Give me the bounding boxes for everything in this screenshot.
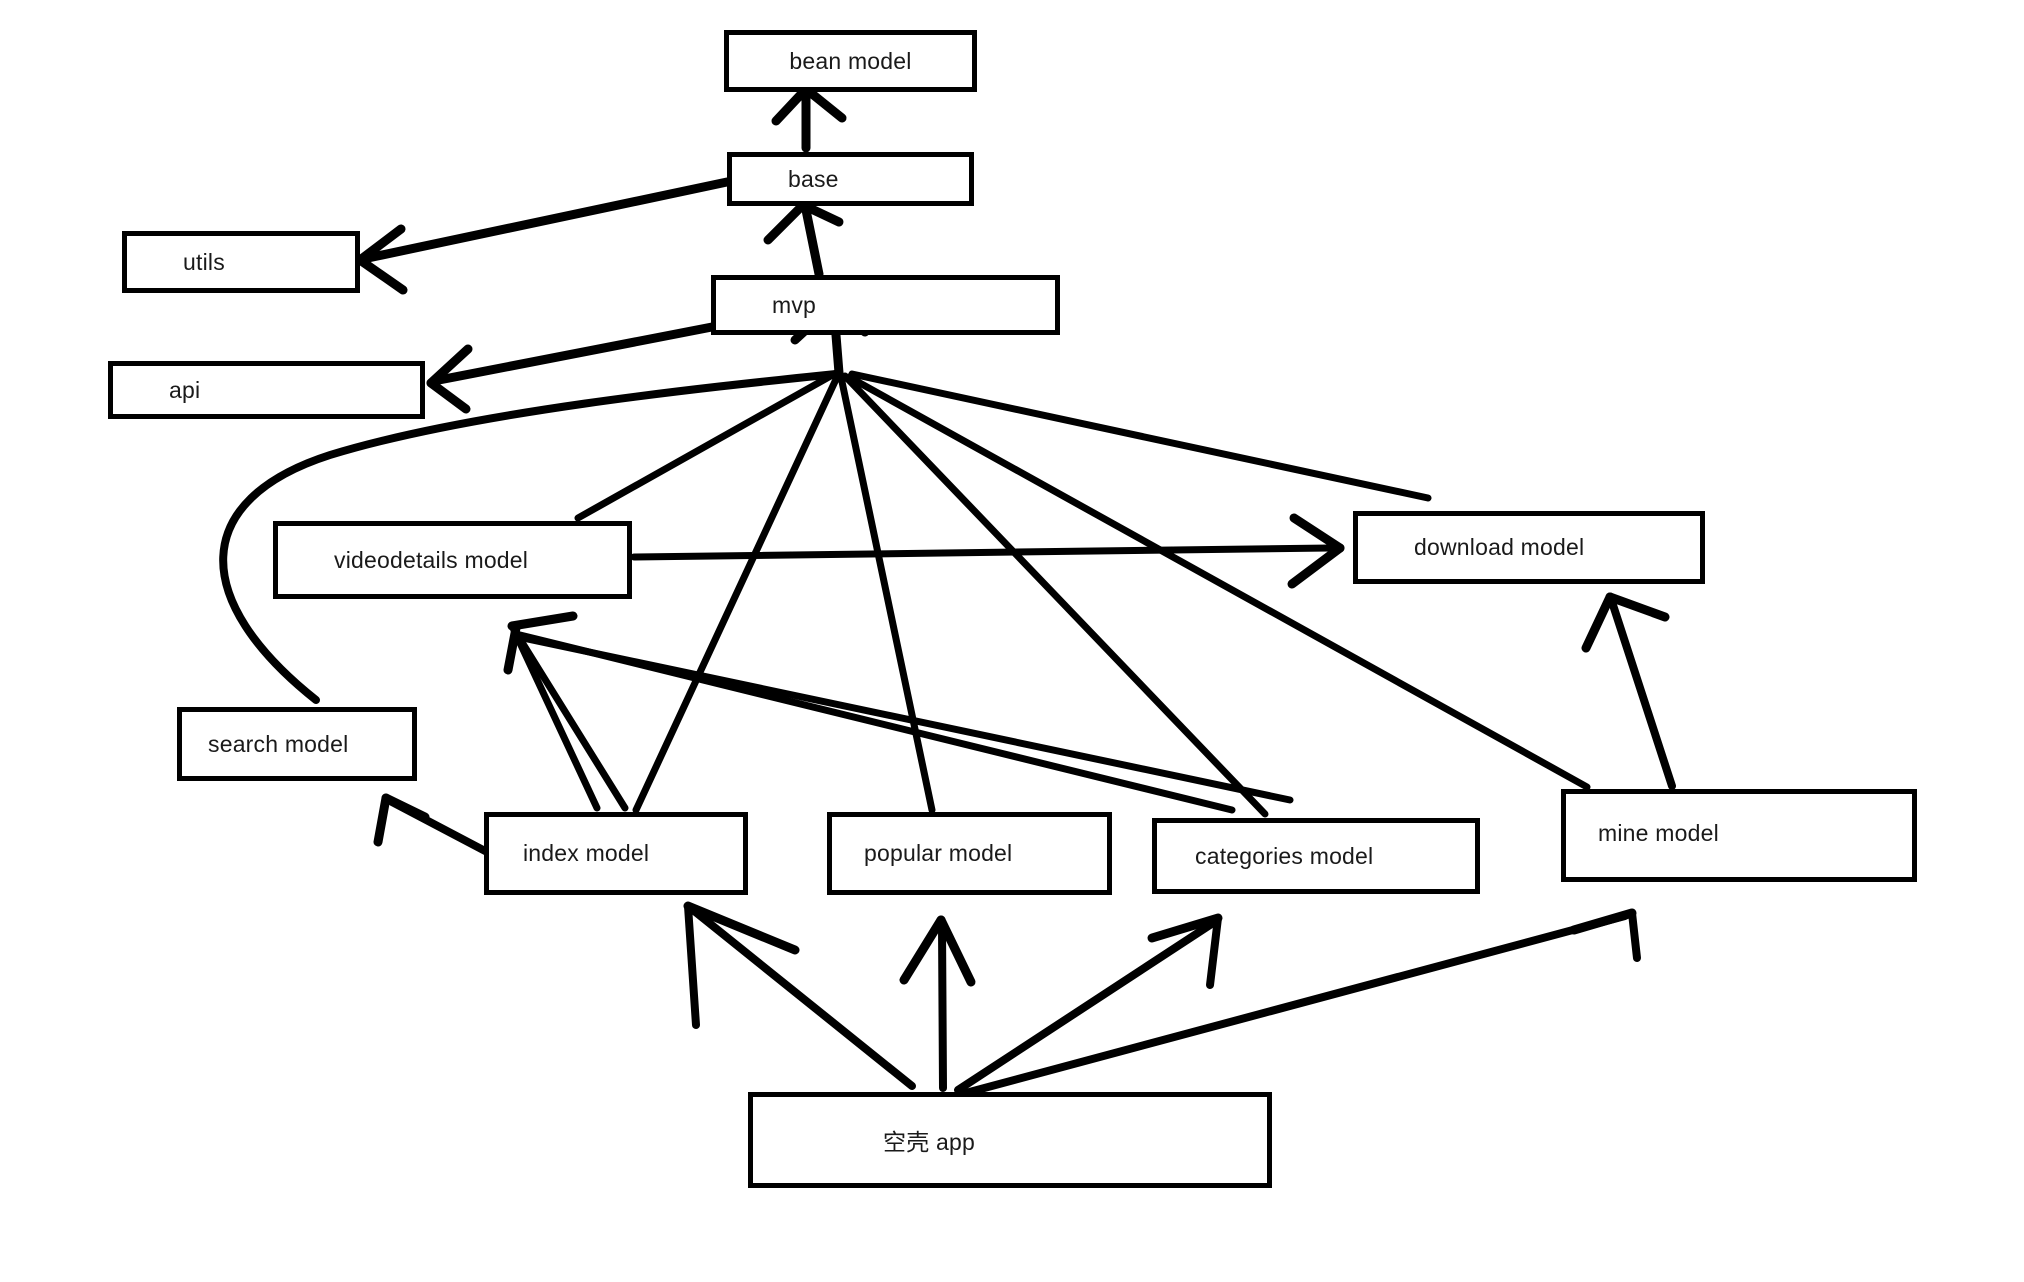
edge-index-to-videodetails [509,624,601,812]
node-label-search-model: search model [208,730,349,757]
edge-mine-to-mvp [845,373,1591,791]
node-label-categories-model: categories model [1195,842,1374,869]
node-label-popular-model: popular model [864,840,1013,866]
arrowhead-videodetails-hub-wing [507,611,578,631]
node-download-model[interactable]: download model [1353,511,1705,584]
node-videodetails-model[interactable]: videodetails model [273,521,632,599]
node-label-mvp: mvp [772,291,817,318]
edge-mine-to-download [1581,592,1676,790]
node-categories-model[interactable]: categories model [1152,818,1480,894]
node-label-utils: utils [183,248,225,275]
edge-index-to-search [373,793,491,856]
edge-app-to-categories [954,913,1223,1094]
node-shell-app[interactable]: 空壳 app [748,1092,1272,1188]
edge-download-to-mvp [848,370,1432,502]
edge-videodetails-to-download [630,513,1345,589]
node-popular-model[interactable]: popular model [827,812,1112,895]
node-label-download-model: download model [1414,534,1585,560]
edge-videodetails-to-mvp [574,369,840,522]
edge-base-to-bean [771,84,847,153]
node-label-index-model: index model [523,840,650,866]
edge-categories-to-mvp [841,372,1269,818]
node-base[interactable]: base [727,152,974,206]
node-utils[interactable]: utils [122,231,360,293]
edge-popular-to-videodetails [511,627,629,812]
edge-categories-to-videodetails [512,630,1294,814]
node-label-base: base [788,165,839,192]
node-bean-model[interactable]: bean model [724,30,977,92]
node-label-bean-model: bean model [789,47,912,74]
edge-base-to-utils [355,177,732,295]
node-label-mine-model: mine model [1598,820,1719,846]
node-search-model[interactable]: search model [177,707,417,781]
node-mine-model[interactable]: mine model [1561,789,1917,882]
edge-popular-to-mvp [837,373,936,814]
node-index-model[interactable]: index model [484,812,748,895]
node-api[interactable]: api [108,361,425,419]
edge-app-to-index [683,901,916,1090]
node-label-api: api [169,376,201,403]
node-mvp[interactable]: mvp [711,275,1060,335]
node-label-shell-app: 空壳 app [883,1129,975,1155]
node-label-videodetails-model: videodetails model [334,546,529,573]
edge-mvp-to-base [763,200,844,279]
edge-mvp-to-api [426,322,717,414]
edge-app-to-mine [958,908,1641,1098]
edge-search-to-mvp [219,370,840,704]
edge-index-to-mvp [632,371,842,814]
edge-app-to-popular [899,915,976,1092]
